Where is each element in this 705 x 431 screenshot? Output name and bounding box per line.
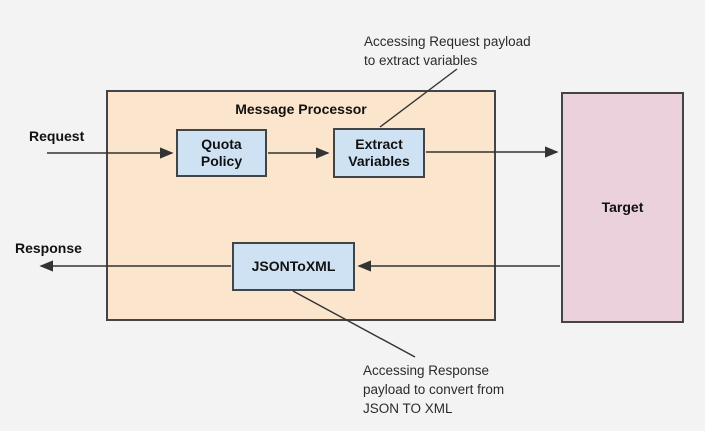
node-extract-variables: Extract Variables xyxy=(333,128,425,178)
node-target: Target xyxy=(561,92,684,323)
request-annotation: Accessing Request payload to extract var… xyxy=(364,34,531,68)
response-annotation: Accessing Response payload to convert fr… xyxy=(363,363,505,416)
message-processor-title: Message Processor xyxy=(235,101,367,117)
node-quota-policy: Quota Policy xyxy=(176,129,267,177)
response-label: Response xyxy=(15,240,82,256)
node-json-to-xml: JSONToXML xyxy=(232,242,355,291)
request-label: Request xyxy=(29,128,85,144)
